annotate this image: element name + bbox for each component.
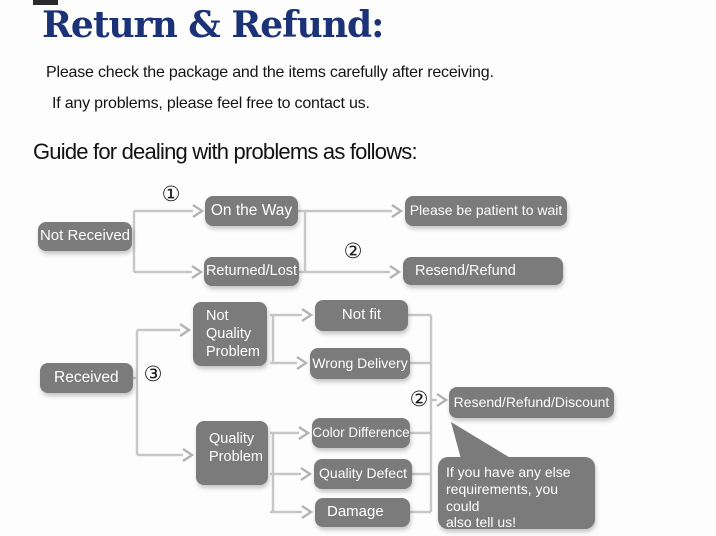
node-quality-problem: Quality Problem — [196, 421, 268, 485]
intro-line-1: Please check the package and the items c… — [46, 64, 494, 81]
step-marker-1: ① — [161, 182, 181, 206]
node-wrong-delivery: Wrong Delivery — [310, 348, 410, 379]
step-marker-3: ③ — [143, 362, 163, 386]
step-marker-2-top: ② — [343, 239, 363, 263]
node-resend-refund: Resend/Refund — [403, 257, 563, 285]
node-on-the-way: On the Way — [205, 196, 298, 226]
guide-heading: Guide for dealing with problems as follo… — [33, 139, 418, 164]
node-received: Received — [40, 363, 133, 393]
node-color-difference: Color Difference — [312, 418, 410, 448]
node-not-received: Not Received — [38, 222, 132, 251]
node-returned-lost: Returned/Lost — [204, 257, 299, 286]
speech-bubble-tail — [451, 422, 512, 459]
intro-line-2: If any problems, please feel free to con… — [52, 95, 370, 112]
node-damage: Damage — [315, 498, 410, 527]
scan-artifact-mark — [33, 0, 58, 5]
node-please-be-patient: Please be patient to wait — [405, 196, 567, 226]
node-not-quality-problem: Not Quality Problem — [193, 302, 267, 366]
note-speech-bubble: If you have any else requirements, you c… — [438, 457, 595, 531]
node-not-fit: Not fit — [315, 300, 408, 331]
node-resend-refund-discount: Resend/Refund/Discount — [449, 387, 614, 418]
node-quality-defect: Quality Defect — [314, 459, 412, 489]
note-line-2: requirements, you could — [446, 480, 559, 514]
note-line-1: If you have any else — [446, 464, 571, 480]
step-marker-2-bottom: ② — [409, 387, 429, 411]
page-title: Return & Refund: — [42, 4, 384, 46]
note-line-3: also tell us! — [446, 514, 517, 531]
